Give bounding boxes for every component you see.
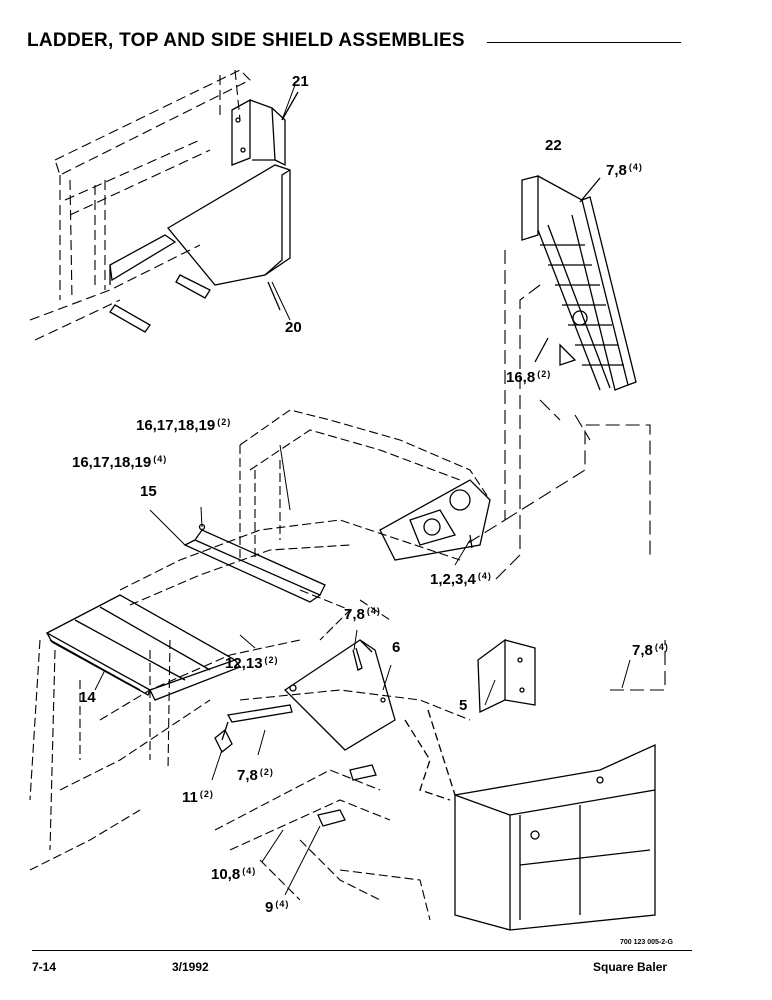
frame-top-left [29, 69, 251, 341]
part-9-tube [317, 764, 377, 827]
part-5-bracket [477, 638, 536, 714]
part-6-shield [283, 639, 396, 751]
callout-16-17-18-19-b: 16,17,18,19(4) [72, 454, 168, 471]
callout-1-2-3-4: 1,2,3,4(4) [430, 571, 492, 588]
ladder-dashed-lines [464, 250, 666, 691]
page-title: LADDER, TOP AND SIDE SHIELD ASSEMBLIES [27, 30, 465, 51]
callout-20: 20 [285, 319, 302, 336]
part-21-bracket [231, 91, 299, 167]
part-14-top-shield [45, 594, 242, 701]
callout-10-8: 10,8(4) [211, 866, 257, 883]
part-22-ladder [521, 175, 637, 391]
callout-7-8-arm: 7,8(2) [237, 767, 274, 784]
callout-22: 22 [545, 137, 562, 154]
footer-rule [32, 950, 692, 951]
callout-15: 15 [140, 483, 157, 500]
callout-14: 14 [79, 689, 96, 706]
footer-date: 3/1992 [172, 960, 209, 974]
callout-5: 5 [459, 697, 468, 714]
callout-21: 21 [292, 73, 309, 90]
footer-product: Square Baler [593, 960, 668, 974]
callout-16-8: 16,8(2) [506, 369, 552, 386]
part-20-side-shield [109, 164, 291, 333]
callout-7-8-shield: 7,8(4) [344, 606, 381, 623]
callout-7-8-right: 7,8(4) [632, 642, 669, 659]
callout-12-13: 12,13(2) [225, 655, 279, 672]
title-rule [487, 42, 681, 43]
callout-16-17-18-19-a: 16,17,18,19(2) [136, 417, 232, 434]
footer-page-number: 7-14 [32, 960, 57, 974]
baler-frame-center [29, 409, 491, 871]
callout-6: 6 [392, 639, 401, 656]
callout-7-8-ladder: 7,8(4) [606, 162, 643, 179]
lower-frame-parts [214, 769, 431, 921]
knotter-assembly [379, 479, 491, 561]
figure-code: 700 123 005-2-G [620, 939, 673, 946]
part-11-arm [214, 704, 293, 754]
leader-lines [94, 84, 631, 896]
callout-9: 9(4) [265, 899, 290, 916]
callout-11: 11(2) [182, 789, 214, 806]
storage-box [404, 709, 656, 931]
